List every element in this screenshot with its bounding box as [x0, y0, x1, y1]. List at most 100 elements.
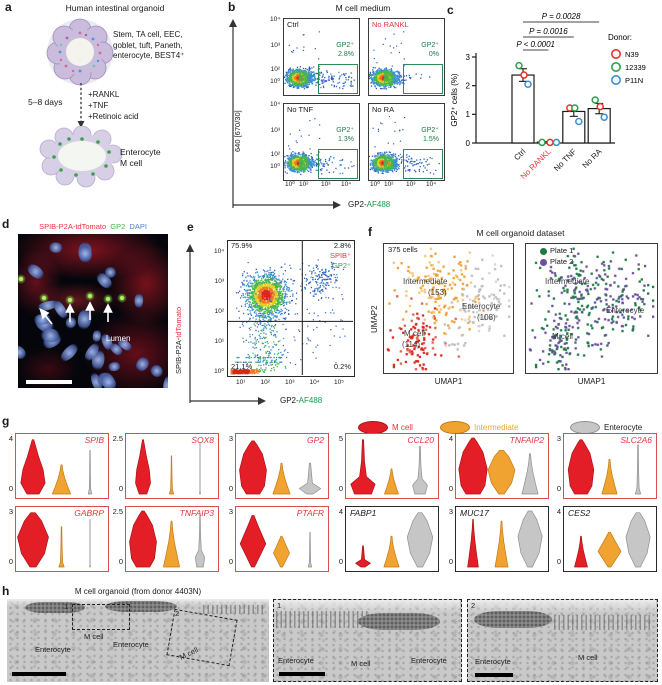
e-x-axis-arrow [190, 397, 266, 405]
umap-celltype-plot [383, 243, 514, 374]
inset1-enterocyte-left: Enterocyte [278, 656, 314, 665]
m-cell-organoid-illustration [39, 126, 123, 188]
gate-label: GP2⁺ [336, 127, 354, 134]
plate1-legend-label: Plate 1 [550, 245, 574, 255]
svg-text:3: 3 [466, 53, 471, 62]
panel-f-label: f [368, 225, 372, 239]
b-x-tick: 10³ [406, 181, 416, 188]
fluorescence-image: Lumen [18, 234, 168, 388]
violin-ymax-tick: 4 [338, 507, 343, 516]
violin-ymax-tick: 3 [556, 434, 561, 443]
violin-panel-GP2: GP2 [235, 433, 329, 499]
violin-svg [567, 439, 642, 495]
organoid-cell-types: Stem, TA cell, EEC,goblet, tuft, Paneth,… [113, 30, 185, 60]
violin-svg [239, 440, 322, 495]
e-quadrant-bl: 21.1% [231, 362, 253, 371]
gp2-gate [318, 149, 358, 179]
differentiation-arrow [77, 83, 85, 128]
e-x-axis-label: GP2-AF488 [280, 396, 323, 405]
violin-gene-label: TNFAIP2 [509, 435, 544, 445]
em-inset-1: 1 Enterocyte M cell Enterocyte [273, 599, 462, 682]
inset1-scale-bar [279, 672, 325, 676]
h-main-enterocyte-2: Enterocyte [113, 640, 149, 649]
m-cell-dots [52, 137, 111, 177]
b-x-tick: 10³ [321, 181, 331, 188]
violin-svg [350, 439, 428, 495]
violin-zero-tick: 0 [118, 484, 123, 493]
violin-gene-label: FABP1 [350, 508, 377, 518]
organoid-cell-specks [58, 31, 102, 73]
brush-border-patch [474, 611, 552, 628]
violin-zero-tick: 0 [228, 484, 233, 493]
violin-zero-tick: 0 [338, 557, 343, 566]
flow-density-canvas [284, 104, 356, 177]
violin-panel-FABP1: FABP1 [345, 506, 439, 572]
g-legend-label-0: M cell [392, 423, 413, 432]
svg-text:0: 0 [466, 139, 471, 148]
f-x-axis-label-right: UMAP1 [577, 377, 606, 386]
e-spib-pos-label: SPIB⁺ [329, 251, 351, 260]
inset-box-2-number: 2 [175, 609, 180, 618]
panel-h-label: h [2, 584, 10, 598]
b-y-tick: 10⁰ [270, 78, 280, 85]
h-main-enterocyte-1: Enterocyte [35, 645, 71, 654]
flow-condition-label: No TNF [287, 104, 314, 114]
e-x-tick: 10¹ [236, 379, 246, 386]
violin-zero-tick: 0 [228, 557, 233, 566]
e-gp2-pos-label: GP2⁺ [332, 261, 351, 270]
f-right-intermediate: Intermediate [545, 277, 590, 286]
panel-d-label: d [2, 217, 10, 231]
violin-ymax-tick: 3 [228, 507, 233, 516]
b-y-tick: 10⁰ [270, 163, 280, 170]
e-y-tick: 10³ [214, 278, 224, 285]
violin-gene-label: GABRP [74, 508, 104, 518]
flow-density-canvas [369, 104, 441, 177]
violin-zero-tick: 0 [8, 557, 13, 566]
e-y-axis-arrow [186, 244, 194, 403]
h-main-scale-bar [12, 672, 66, 676]
svg-text:Donor:: Donor: [608, 33, 632, 42]
panel-c-label: c [447, 3, 454, 17]
e-x-tick: 10² [260, 379, 270, 386]
violin-panel-MUC17: MUC17 [455, 506, 549, 572]
violin-svg [17, 512, 91, 568]
inset2-mcell: M cell [578, 653, 598, 662]
panel-b-title: M cell medium [335, 3, 391, 13]
panel-d-title: SPIB-P2A-tdTomato GP2 DAPI [14, 222, 172, 232]
inset-1-number: 1 [277, 601, 282, 610]
brush-border-patch [358, 613, 440, 630]
svg-text:GP2⁺ cells (%): GP2⁺ cells (%) [450, 73, 459, 126]
svg-text:P < 0.0001: P < 0.0001 [516, 40, 555, 49]
violin-panel-SOX8: SOX8 [125, 433, 219, 499]
svg-text:P = 0.0016: P = 0.0016 [529, 27, 568, 36]
flow-density-canvas [284, 19, 356, 92]
panel-h-title: M cell organoid (from donor 4403N) [74, 587, 202, 596]
violin-gene-label: CES2 [568, 508, 591, 518]
plate2-legend-dot [540, 259, 547, 266]
gate-label: GP2⁺ [336, 42, 354, 49]
e-y-tick: 10⁴ [213, 248, 224, 255]
svg-text:2: 2 [466, 81, 471, 90]
violin-svg [135, 439, 201, 495]
h-main-mcell-1: M cell [84, 632, 104, 641]
inset-box-1 [72, 604, 130, 630]
b-x-tick: 10² [299, 181, 309, 188]
b-y-tick: 10² [270, 151, 280, 158]
gp2-gate [318, 64, 358, 94]
inset-box-1-number: 1 [64, 602, 69, 611]
f-x-axis-label-left: UMAP1 [434, 377, 463, 386]
gp2-gate [403, 149, 443, 179]
violin-gene-label: PTAFR [296, 508, 324, 518]
b-y-tick: 10² [270, 66, 280, 73]
svg-text:No TNF: No TNF [552, 147, 578, 173]
g-legend-label-1: Intermediate [474, 423, 519, 432]
violin-ymax-tick: 3 [228, 434, 233, 443]
gate-percentage: 1.5% [423, 136, 439, 143]
inset-2-number: 2 [471, 601, 476, 610]
f-cluster-mcell-count: (114) [402, 340, 421, 349]
